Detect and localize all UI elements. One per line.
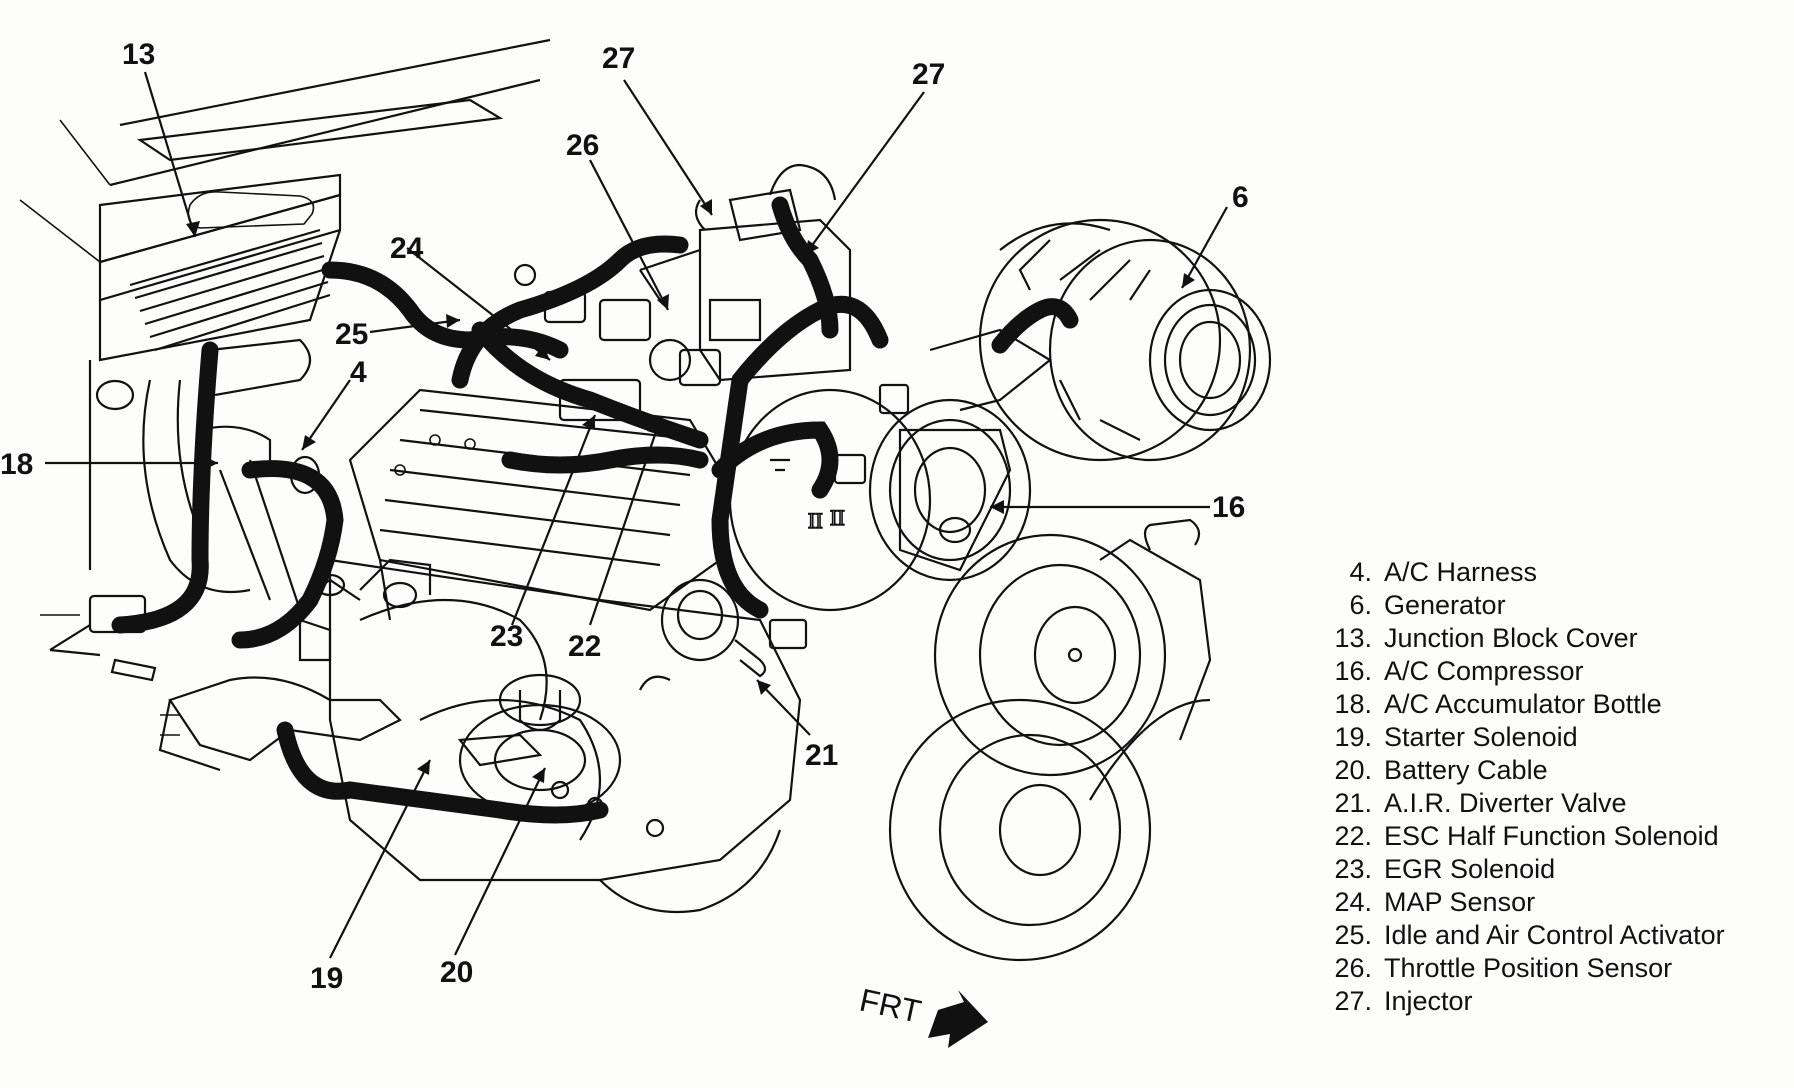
callout-27-left: 27 <box>602 42 635 75</box>
ac-compressor-drawing: II II <box>728 328 1052 612</box>
callout-23: 23 <box>490 620 523 653</box>
callout-16: 16 <box>1212 491 1245 524</box>
front-arrow-icon <box>928 990 988 1048</box>
legend-text: Starter Solenoid <box>1384 722 1578 752</box>
callout-27-right: 27 <box>912 58 945 91</box>
legend-num: 25. <box>1334 920 1372 950</box>
legend-text: Idle and Air Control Activator <box>1384 920 1725 950</box>
callout-22: 22 <box>568 630 601 663</box>
throttle-body-drawing <box>639 163 852 382</box>
legend-num: 19. <box>1334 722 1372 752</box>
svg-text:II: II <box>808 508 823 533</box>
svg-text:II: II <box>830 505 845 530</box>
legend-num: 26. <box>1334 953 1372 983</box>
pulleys-drawing <box>888 518 1212 962</box>
legend-text: Throttle Position Sensor <box>1384 953 1672 983</box>
callout-26: 26 <box>566 129 599 162</box>
legend-text: Generator <box>1384 590 1506 620</box>
legend-num: 6. <box>1349 590 1372 620</box>
callout-13: 13 <box>122 38 155 71</box>
legend-text: EGR Solenoid <box>1384 854 1555 884</box>
legend-num: 23. <box>1334 854 1372 884</box>
legend-num: 20. <box>1334 755 1372 785</box>
front-label: FRT <box>857 982 925 1030</box>
callout-4: 4 <box>350 356 367 389</box>
legend-num: 18. <box>1334 689 1372 719</box>
legend-text: Injector <box>1384 986 1473 1016</box>
legend-text: A/C Compressor <box>1384 656 1584 686</box>
legend-num: 24. <box>1334 887 1372 917</box>
legend-num: 4. <box>1349 557 1372 587</box>
legend-num: 27. <box>1334 986 1372 1016</box>
leader-lines <box>45 71 1228 959</box>
generator-drawing <box>978 218 1272 462</box>
callout-6: 6 <box>1232 181 1249 214</box>
accumulator-bottle-drawing <box>40 338 344 682</box>
legend-text: A/C Harness <box>1384 557 1537 587</box>
legend-num: 13. <box>1334 623 1372 653</box>
callout-25: 25 <box>335 318 368 351</box>
callouts: 13 27 27 26 6 24 25 4 18 16 23 22 21 19 … <box>0 38 1249 995</box>
legend-text: A.I.R. Diverter Valve <box>1384 788 1627 818</box>
callout-21: 21 <box>805 739 838 772</box>
callout-19: 19 <box>310 962 343 995</box>
callout-18: 18 <box>0 448 33 481</box>
legend-text: Battery Cable <box>1384 755 1548 785</box>
legend-text: ESC Half Function Solenoid <box>1384 821 1719 851</box>
parts-legend: 4. A/C Harness 6. Generator 13. Junction… <box>1334 557 1724 1016</box>
starter-cable-drawing <box>276 675 671 838</box>
legend-text: Junction Block Cover <box>1384 623 1638 653</box>
manifold-drawing <box>158 676 402 772</box>
air-diverter-valve-drawing <box>660 578 767 678</box>
front-direction-indicator: FRT <box>857 982 988 1048</box>
legend-num: 22. <box>1334 821 1372 851</box>
legend-text: MAP Sensor <box>1384 887 1535 917</box>
legend-num: 16. <box>1334 656 1372 686</box>
junction-block-cover-drawing <box>19 38 551 362</box>
callout-24: 24 <box>390 232 424 265</box>
legend-num: 21. <box>1334 788 1372 818</box>
callout-20: 20 <box>440 956 473 989</box>
legend-text: A/C Accumulator Bottle <box>1384 689 1662 719</box>
